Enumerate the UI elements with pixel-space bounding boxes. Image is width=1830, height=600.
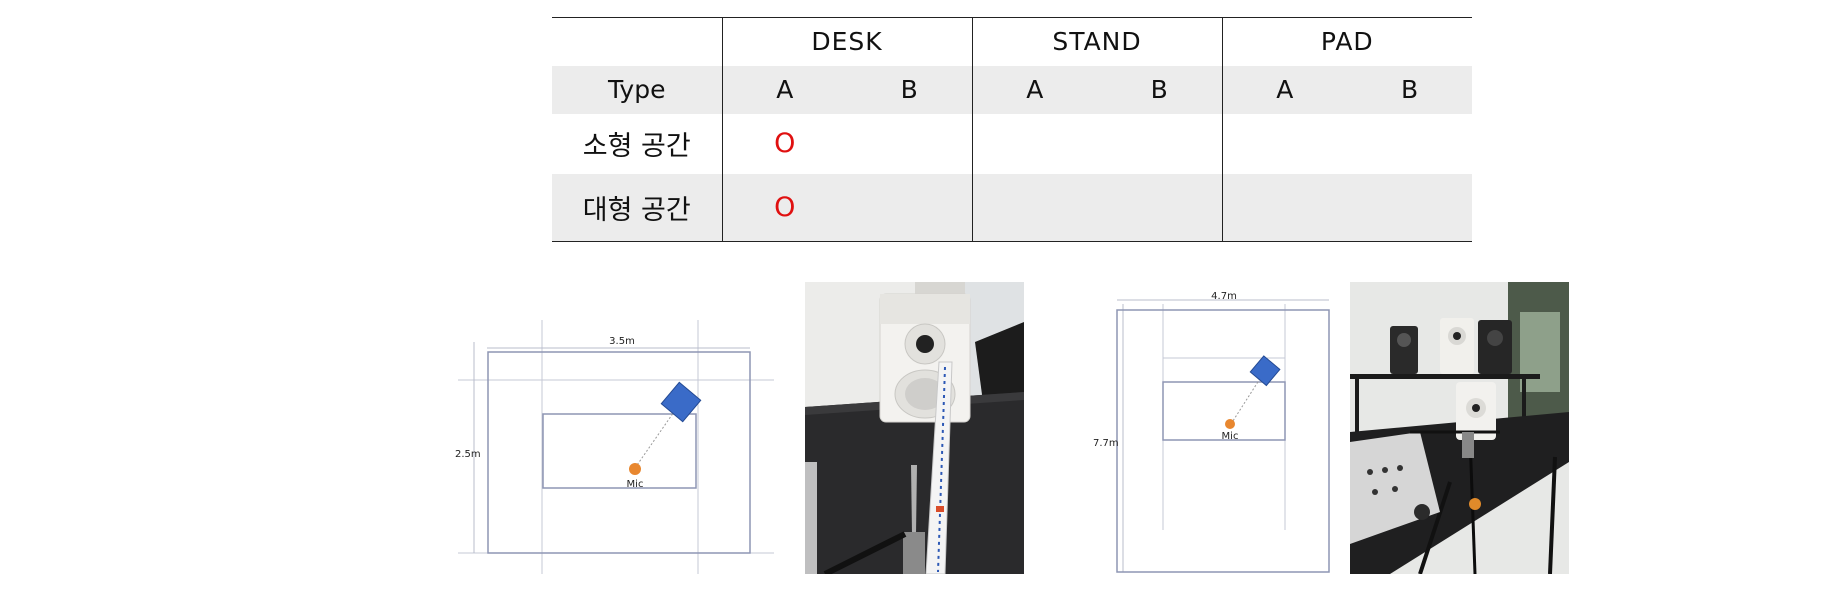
- cell-mark: [971, 113, 1097, 174]
- desk-outline: [542, 413, 697, 489]
- subtype-pad-b: B: [1400, 75, 1419, 104]
- cell-mark: [1347, 114, 1472, 174]
- group-header-stand: STAND: [971, 17, 1223, 66]
- speaker-icon: [660, 381, 702, 423]
- cell-mark: O: [721, 173, 847, 242]
- mic-icon: [1225, 419, 1235, 429]
- height-label: 7.7m: [1093, 438, 1119, 449]
- desk-outline: [1162, 381, 1286, 441]
- cell-mark: [1221, 173, 1348, 242]
- subtype-stand-b: B: [1150, 75, 1168, 104]
- subtype-pad-a: A: [1221, 65, 1348, 114]
- group-header-pad: PAD: [1221, 17, 1473, 66]
- row-label-large-space: 대형 공간: [552, 173, 722, 242]
- cell-mark: [1347, 173, 1473, 242]
- mic-label: Mic: [1222, 431, 1239, 442]
- type-label: Type: [608, 75, 666, 104]
- room-outline: [1116, 309, 1330, 573]
- cell-mark: [1221, 113, 1348, 174]
- subtype-desk-a: A: [721, 65, 847, 114]
- cell-mark: O: [721, 113, 847, 174]
- speaker-axis-line: [634, 408, 677, 469]
- room-outline: [487, 351, 751, 554]
- small-room-layout-diagram: Mic 3.5m 2.5m: [455, 320, 774, 574]
- cell-mark: [1097, 173, 1223, 242]
- measurement-condition-table: DESK STAND PAD Type A B A B A B 소형 공간 O …: [552, 17, 1473, 242]
- group-header-desk: DESK: [721, 17, 972, 66]
- mic-icon: [629, 463, 641, 475]
- large-room-layout-diagram: Mic 4.7m 7.7m: [1093, 291, 1330, 573]
- table-row: 소형 공간 O: [552, 113, 1472, 174]
- height-label: 2.5m: [455, 449, 481, 460]
- cell-mark: [971, 173, 1097, 242]
- width-label: 4.7m: [1211, 291, 1237, 302]
- cell-mark: [1097, 114, 1222, 174]
- width-label: 3.5m: [609, 336, 635, 347]
- subtype-stand-a: A: [971, 65, 1097, 114]
- cell-mark: [847, 173, 972, 242]
- subtype-desk-b: B: [900, 75, 918, 104]
- cell-mark: [847, 114, 972, 174]
- corner-cell: [552, 17, 722, 66]
- speaker-axis-line: [1230, 373, 1264, 425]
- small-room-measurement-photo: [805, 282, 1024, 574]
- large-room-measurement-photo: [1350, 282, 1569, 574]
- row-label-small-space: 소형 공간: [582, 131, 691, 162]
- speaker-icon: [1249, 355, 1281, 387]
- table-row: 대형 공간 O: [552, 173, 1473, 242]
- mic-label: Mic: [627, 479, 644, 490]
